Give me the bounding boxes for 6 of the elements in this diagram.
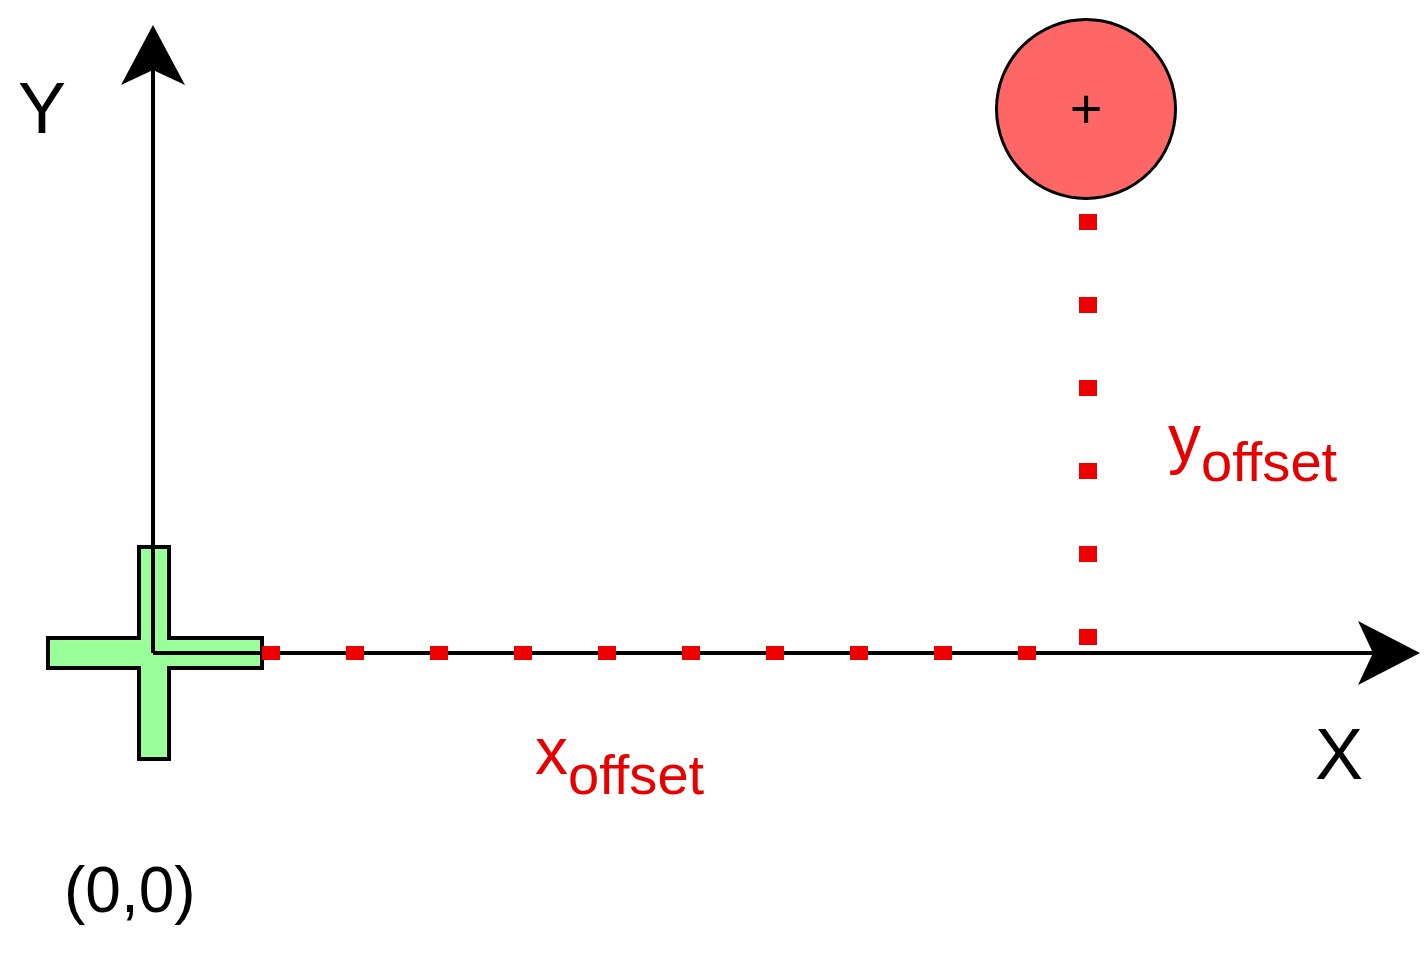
plus-sign: +	[1069, 81, 1103, 137]
offset-label: y$_{offset}$	[1168, 405, 1338, 490]
axis-label: Y	[18, 72, 67, 144]
offset-label: x$_{offset}$	[535, 718, 705, 803]
axis-label: X	[1315, 718, 1364, 790]
cross-marker	[46, 545, 264, 761]
